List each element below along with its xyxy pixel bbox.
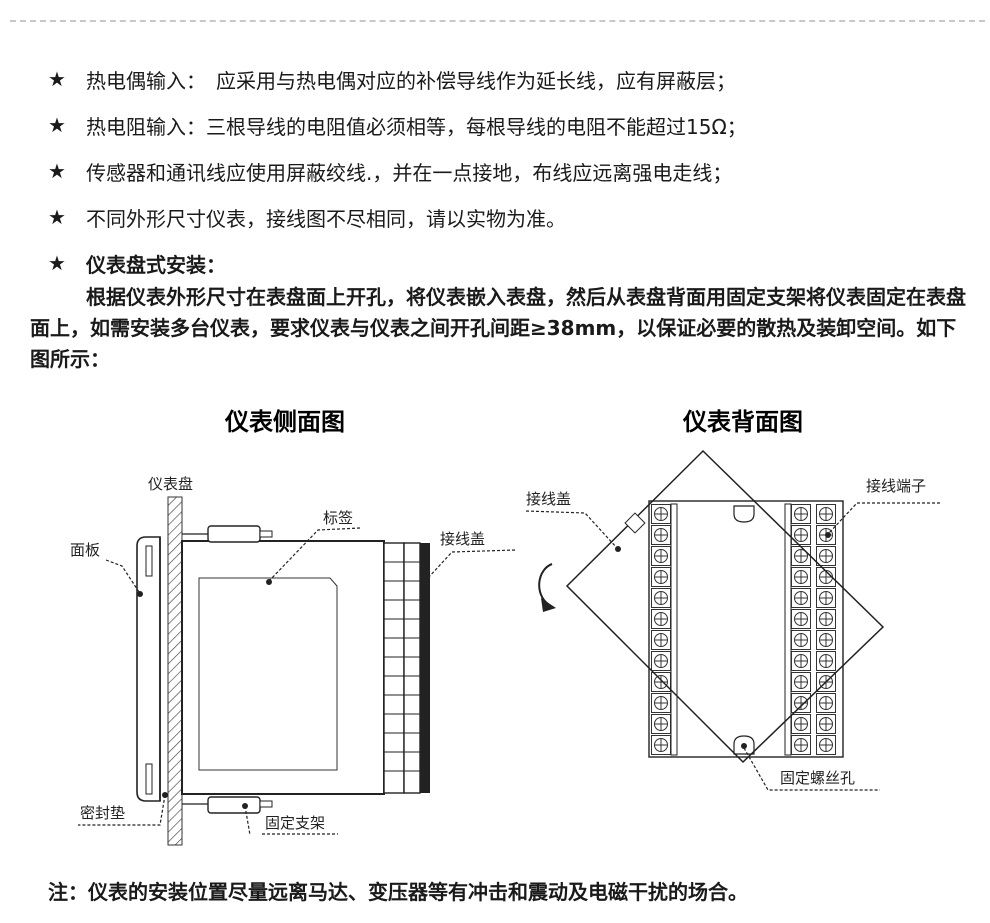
back-right-terminals	[784, 503, 836, 756]
bullet-item: ★ 热电阻输入： 三根导线的电阻值必须相等，每根导线的电阻不能超过15Ω；	[48, 102, 978, 148]
star-icon: ★	[48, 67, 66, 91]
panel-board-label: 仪表盘	[148, 475, 193, 493]
bullet-label: 热电阻输入：	[86, 114, 206, 139]
label-sticker-label: 标签	[323, 510, 353, 527]
star-icon: ★	[48, 205, 66, 229]
back-left-terminals	[651, 503, 678, 756]
back-view-title: 仪表背面图	[682, 407, 803, 436]
seal-label: 密封垫	[80, 805, 125, 822]
installation-note: 注：仪表的安装位置尽量远离马达、变压器等有冲击和震动及电磁干扰的场合。	[48, 880, 748, 904]
bullet-text: 不同外形尺寸仪表，接线图不尽相同，请以实物为准。	[86, 206, 566, 231]
terminals-label: 接线端子	[866, 478, 926, 495]
bullet-item: ★ 不同外形尺寸仪表，接线图不尽相同，请以实物为准。	[48, 194, 978, 240]
star-icon: ★	[48, 251, 66, 275]
bullet-list: ★ 热电偶输入： 应采用与热电偶对应的补偿导线作为延长线，应有屏蔽层； ★ 热电…	[48, 56, 978, 286]
star-icon: ★	[48, 113, 66, 137]
side-terminal-cover-label: 接线盖	[440, 531, 485, 548]
bottom-bracket	[207, 796, 261, 814]
bullet-text: 应采用与热电偶对应的补偿导线作为延长线，应有屏蔽层；	[216, 68, 736, 93]
top-dashed-divider	[10, 20, 985, 22]
star-icon: ★	[48, 159, 66, 183]
installation-paragraph: 根据仪表外形尺寸在表盘面上开孔，将仪表嵌入表盘，然后从表盘背面用固定支架将仪表固…	[30, 285, 966, 371]
face-panel	[136, 536, 161, 802]
face-panel-label: 面板	[70, 541, 100, 559]
back-view-diagram: 仪表背面图	[525, 407, 940, 791]
bullet-label: 热电偶输入：	[86, 68, 206, 93]
face-panel-clip	[145, 545, 153, 577]
bullet-item: ★ 传感器和通讯线应使用屏蔽绞线.，并在一点接地，布线应远离强电走线；	[48, 148, 978, 194]
meter-label-area	[198, 577, 338, 771]
face-panel-clip	[145, 763, 153, 795]
bullet-text: 传感器和通讯线应使用屏蔽绞线.，并在一点接地，布线应远离强电走线；	[86, 160, 733, 185]
side-terminal-block	[383, 542, 430, 794]
top-screw-hole	[733, 505, 755, 523]
back-body	[648, 500, 844, 758]
bullet-item: ★ 热电偶输入： 应采用与热电偶对应的补偿导线作为延长线，应有屏蔽层；	[48, 56, 978, 102]
back-terminal-cover-label: 接线盖	[526, 491, 571, 508]
side-view-diagram: 仪表侧面图 仪表盘 面板 标签 固定支架 密封垫	[70, 407, 516, 846]
panel-board-hatch	[167, 496, 183, 846]
screw-hole-label: 固定螺丝孔	[780, 770, 855, 787]
top-bracket	[207, 525, 261, 543]
bullet-item: ★ 仪表盘式安装：	[48, 240, 978, 286]
bullet-heading: 仪表盘式安装：	[86, 252, 226, 277]
rotated-terminal-cover	[565, 449, 885, 764]
bracket-label: 固定支架	[265, 815, 325, 832]
side-view-title: 仪表侧面图	[224, 407, 345, 436]
rotate-arrow-icon	[538, 563, 553, 605]
bullet-text: 三根导线的电阻值必须相等，每根导线的电阻不能超过15Ω；	[206, 114, 747, 139]
